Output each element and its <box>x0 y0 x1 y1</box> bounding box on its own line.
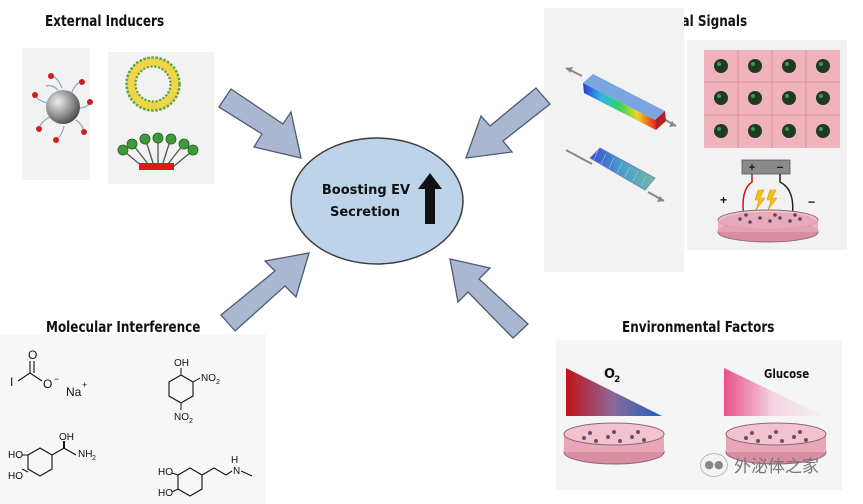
title-environmental-factors: Environmental Factors <box>622 318 775 336</box>
panel-mechanical <box>544 8 684 272</box>
up-arrow-icon <box>418 173 442 224</box>
center-label-line2: Secretion <box>330 205 400 220</box>
svg-text:NH: NH <box>78 449 92 460</box>
svg-text:2: 2 <box>92 455 96 462</box>
arrow-environmental-factors <box>449 258 529 339</box>
svg-text:I: I <box>10 375 13 389</box>
svg-text:−: − <box>54 374 59 384</box>
svg-text:N: N <box>233 466 240 477</box>
svg-text:HO: HO <box>8 471 23 482</box>
arrow-physical-signals <box>465 87 551 159</box>
o2-subscript: 2 <box>614 375 620 385</box>
culture-dish-glucose <box>725 422 827 465</box>
norepinephrine-molecule: HO HO OH NH 2 <box>8 432 96 482</box>
arrow-external-inducers <box>218 88 302 159</box>
cell-grid-icon <box>704 50 840 148</box>
center-label-line1: Boosting EV <box>322 183 410 198</box>
o2-label: O <box>604 367 615 382</box>
shear-tube-icon <box>565 147 665 202</box>
n-methyldopamine-molecule: HO HO H N <box>158 455 253 499</box>
glucose-gradient-icon: Glucose <box>724 367 824 416</box>
svg-text:HO: HO <box>8 450 23 461</box>
svg-text:O: O <box>28 348 37 362</box>
svg-text:OH: OH <box>174 358 189 369</box>
svg-text:2: 2 <box>216 379 220 386</box>
stretch-beam-icon <box>565 67 677 130</box>
culture-dish-oxygen <box>563 422 665 465</box>
title-external-inducers: External Inducers <box>45 12 165 30</box>
panel-liposome <box>108 52 214 184</box>
iodoacetate-molecule: I O O − Na + <box>10 348 87 399</box>
lipid-fan-icon <box>117 132 199 170</box>
svg-text:2: 2 <box>189 418 193 425</box>
arrow-molecular-interference <box>220 252 310 332</box>
electric-stimulation-icon: + − + − <box>717 159 819 243</box>
right-minus-label: − <box>808 195 815 209</box>
battery-minus-label: − <box>777 162 783 174</box>
oxygen-gradient-icon: O 2 <box>566 367 662 416</box>
battery-plus-label: + <box>749 162 755 174</box>
svg-text:Na: Na <box>66 385 82 399</box>
svg-text:OH: OH <box>59 432 74 443</box>
dinitrophenol-molecule: OH NO 2 NO 2 <box>168 358 220 425</box>
watermark-text: 外泌体之家 <box>734 457 819 477</box>
glucose-label: Glucose <box>764 367 809 381</box>
watermark: ●● 外泌体之家 <box>700 452 819 477</box>
left-plus-label: + <box>720 193 727 207</box>
nanoparticle-icon <box>32 73 93 143</box>
title-molecular-interference: Molecular Interference <box>46 318 201 336</box>
svg-text:HO: HO <box>158 467 173 478</box>
svg-text:+: + <box>82 380 87 390</box>
panel-molecules <box>0 334 266 504</box>
svg-text:NO: NO <box>201 373 216 384</box>
center-ellipse <box>290 137 464 265</box>
svg-text:O: O <box>43 377 52 391</box>
liposome-icon <box>125 56 181 112</box>
svg-text:NO: NO <box>174 412 189 423</box>
svg-text:H: H <box>231 455 238 466</box>
wechat-icon: ●● <box>700 452 728 477</box>
svg-text:HO: HO <box>158 488 173 499</box>
